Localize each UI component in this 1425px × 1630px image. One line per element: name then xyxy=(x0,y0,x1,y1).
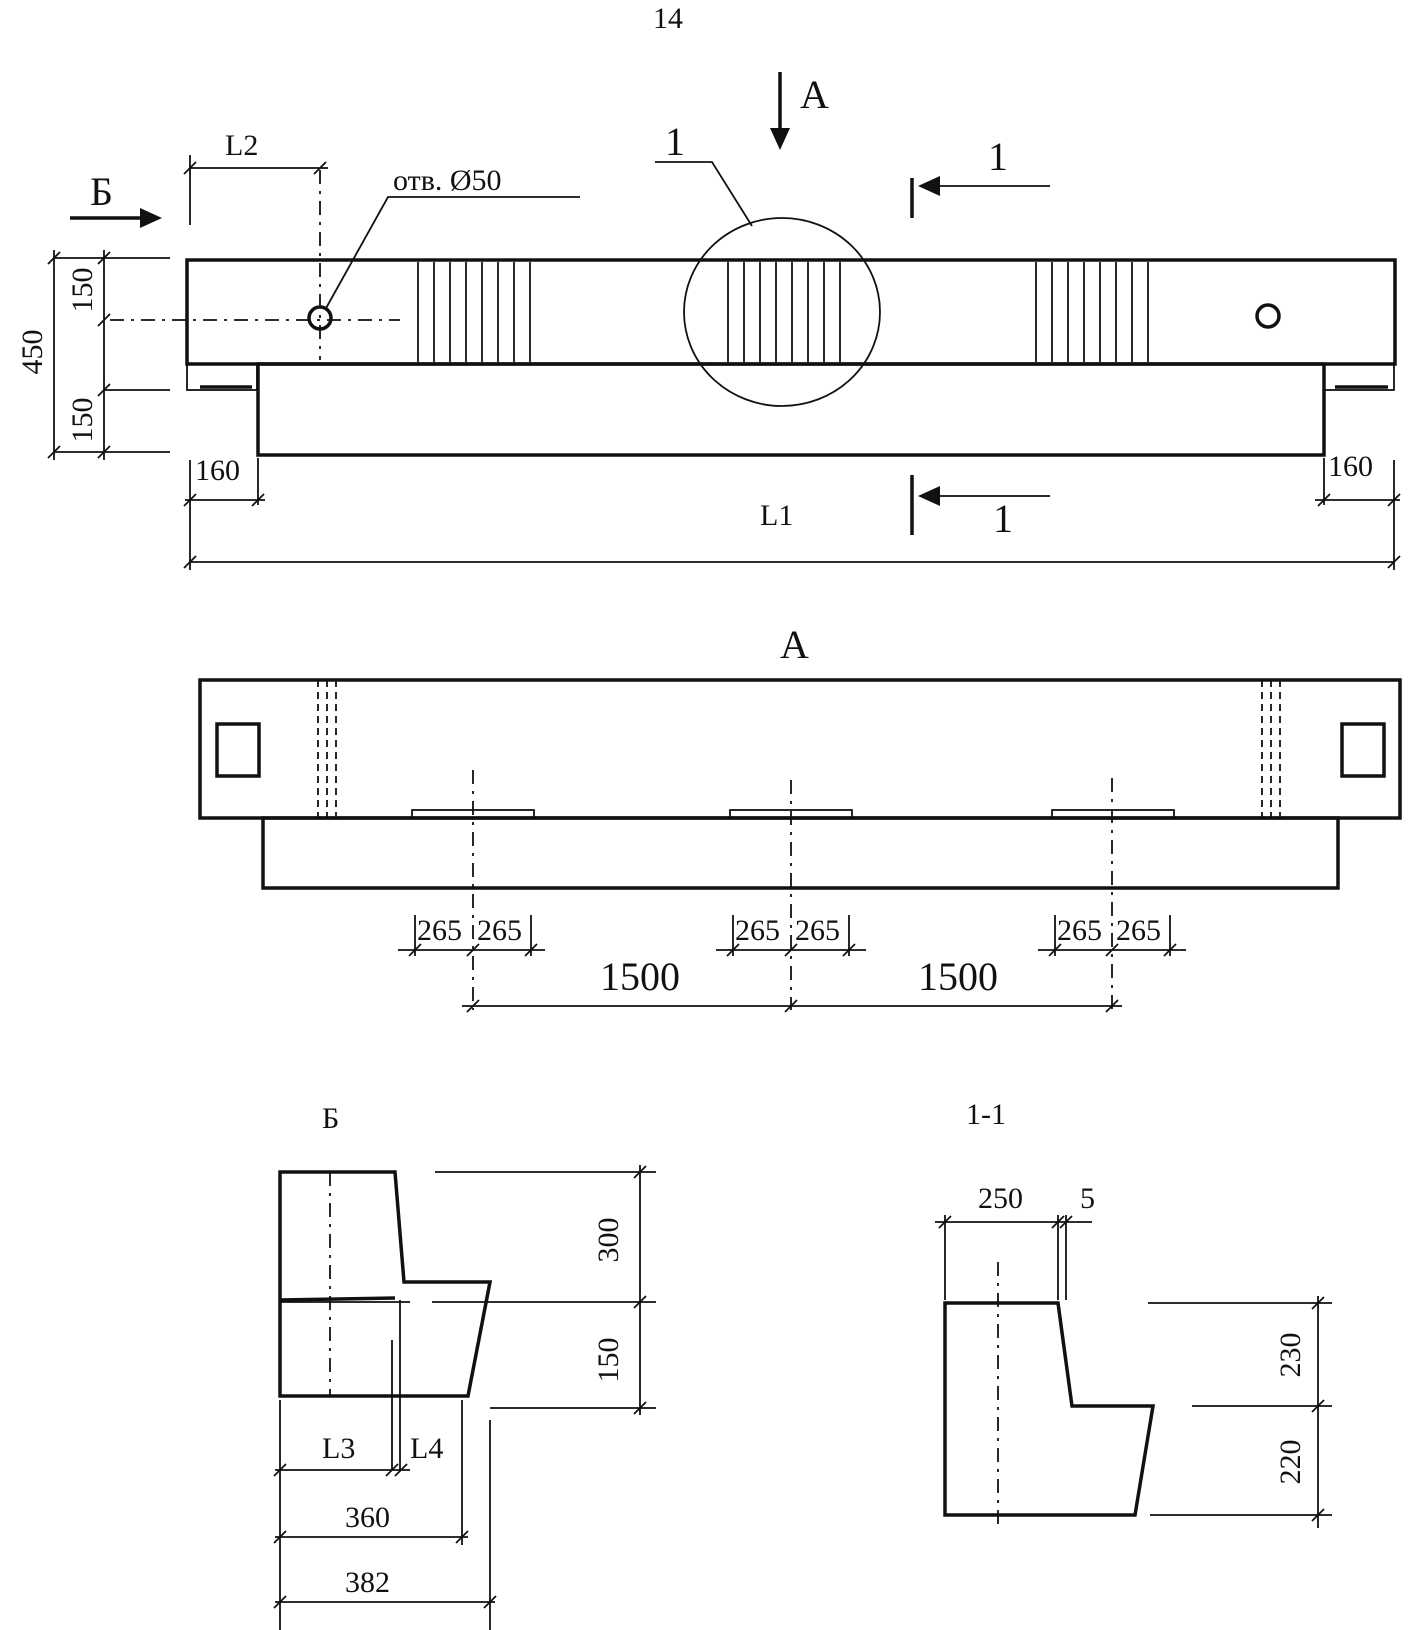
svg-text:L1: L1 xyxy=(760,499,793,532)
page-number: 14 xyxy=(653,2,683,35)
hole-note: отв. Ø50 xyxy=(393,164,502,197)
stirrup-zone-left xyxy=(417,262,531,362)
svg-text:265: 265 xyxy=(735,914,780,947)
svg-text:150: 150 xyxy=(66,398,99,443)
elevation-view: А Б xyxy=(16,72,1401,570)
svg-text:L4: L4 xyxy=(410,1432,443,1465)
hole-right xyxy=(1255,303,1281,329)
svg-text:300: 300 xyxy=(592,1218,625,1263)
svg-text:230: 230 xyxy=(1274,1333,1307,1378)
svg-text:265: 265 xyxy=(477,914,522,947)
embedded-plate-3 xyxy=(1051,809,1175,819)
stirrup-zone-middle xyxy=(727,262,841,362)
left-support-plate xyxy=(186,363,258,391)
plan-view-a: А 265 265 xyxy=(198,622,1402,1013)
svg-text:150: 150 xyxy=(592,1338,625,1383)
svg-text:265: 265 xyxy=(795,914,840,947)
view-a-arrow-label: А xyxy=(800,72,829,117)
svg-text:382: 382 xyxy=(345,1566,390,1599)
svg-text:1500: 1500 xyxy=(600,954,680,999)
svg-text:L2: L2 xyxy=(225,129,258,162)
dim-steps-and-length: 160 160 L1 xyxy=(183,450,1401,570)
svg-text:265: 265 xyxy=(417,914,462,947)
view-b-title: Б xyxy=(322,1102,339,1135)
svg-text:250: 250 xyxy=(978,1182,1023,1215)
section-mark-top: 1 xyxy=(910,134,1050,218)
svg-text:L3: L3 xyxy=(322,1432,355,1465)
dim-plates: 265 265 265 265 265 265 1500 1500 xyxy=(398,914,1186,1013)
view-a-arrow: А xyxy=(770,72,829,150)
svg-text:1: 1 xyxy=(993,496,1013,541)
right-support-plate xyxy=(1323,363,1395,391)
beam-lower-part xyxy=(256,362,1326,457)
section-title: 1-1 xyxy=(966,1098,1006,1131)
svg-text:220: 220 xyxy=(1274,1440,1307,1485)
view-b-arrow-label: Б xyxy=(90,169,113,214)
svg-text:265: 265 xyxy=(1116,914,1161,947)
svg-text:1: 1 xyxy=(988,134,1008,179)
plan-upper-part xyxy=(198,678,1402,820)
plan-opening-left xyxy=(215,722,261,778)
stirrup-zone-right xyxy=(1035,262,1149,362)
plan-opening-right xyxy=(1340,722,1386,778)
svg-text:5: 5 xyxy=(1080,1182,1095,1215)
section-1-1: 1-1 250 5 230 220 xyxy=(935,1098,1332,1530)
svg-text:360: 360 xyxy=(345,1501,390,1534)
svg-text:160: 160 xyxy=(1328,450,1373,483)
section-mark-bottom: 1 xyxy=(910,475,1050,541)
beam-upper-part xyxy=(185,258,1397,366)
svg-text:1500: 1500 xyxy=(918,954,998,999)
plan-lower-part xyxy=(261,816,1340,890)
detail-callout-circle xyxy=(683,217,881,407)
detail-callout-label: 1 xyxy=(665,119,685,164)
view-b-outline xyxy=(278,1170,493,1398)
dim-l2: L2 xyxy=(183,129,328,225)
view-a-title: А xyxy=(780,622,809,667)
view-b-arrow: Б xyxy=(70,169,162,228)
side-view-b: Б 300 150 L3 L4 360 382 xyxy=(273,1102,656,1630)
svg-text:265: 265 xyxy=(1057,914,1102,947)
section-hatched-profile xyxy=(943,1301,1156,1517)
dim-heights-left: 450 150 150 xyxy=(16,250,170,460)
svg-text:150: 150 xyxy=(66,268,99,313)
svg-text:160: 160 xyxy=(195,454,240,487)
svg-text:450: 450 xyxy=(16,330,49,375)
